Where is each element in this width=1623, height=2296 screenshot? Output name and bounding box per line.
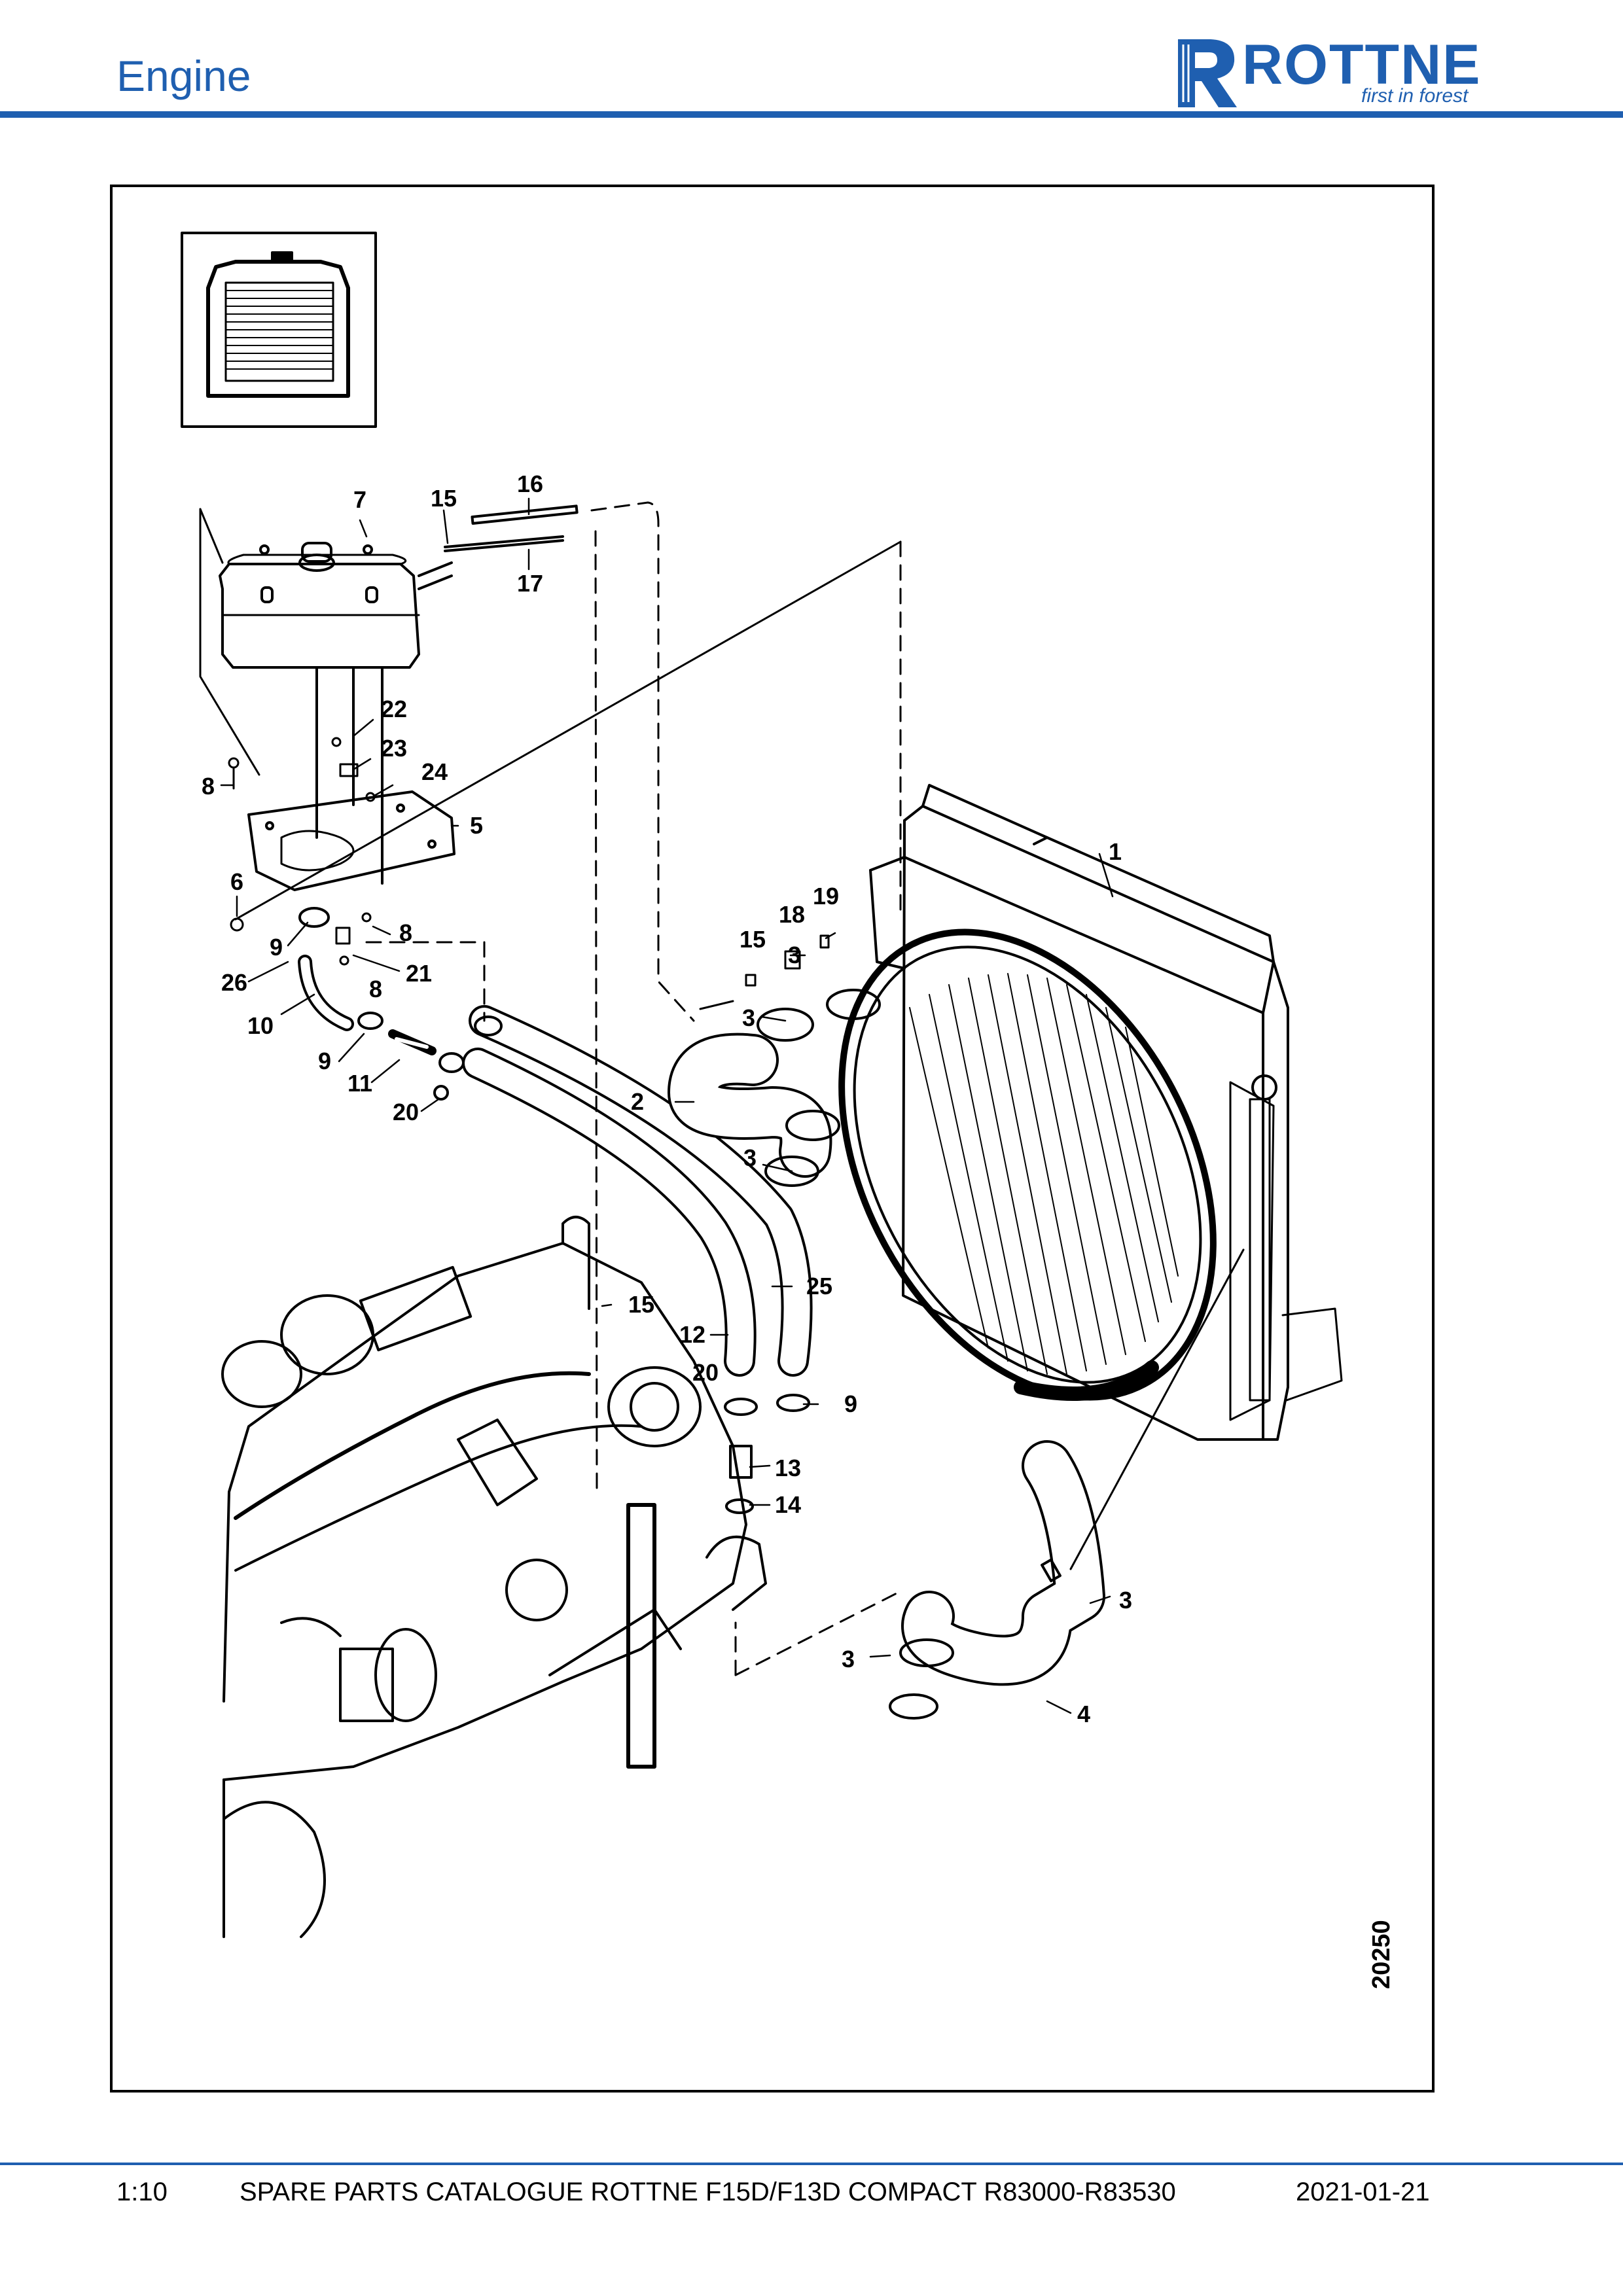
level-sensor bbox=[444, 504, 579, 552]
logo-wordmark: ROTTNE bbox=[1242, 33, 1482, 96]
radiator-upper-hose bbox=[668, 989, 881, 1187]
lower-tank-hoses bbox=[298, 907, 465, 1101]
callout-7: 7 bbox=[353, 486, 367, 513]
callout-19: 19 bbox=[812, 883, 840, 910]
callout-9: 9 bbox=[844, 1390, 858, 1417]
page-title: Engine bbox=[116, 52, 251, 100]
callout-11: 11 bbox=[347, 1070, 373, 1097]
callout-3: 3 bbox=[743, 1144, 757, 1171]
callout-1: 1 bbox=[1108, 838, 1122, 865]
long-hoses bbox=[462, 1005, 813, 1514]
catalogue-date: 2021-01-21 bbox=[1296, 2178, 1430, 2206]
callout-21: 21 bbox=[405, 960, 433, 987]
callout-9: 9 bbox=[269, 934, 283, 961]
radiator bbox=[869, 784, 1343, 1441]
radiator-symbol-icon bbox=[181, 232, 377, 428]
callout-20: 20 bbox=[392, 1099, 419, 1125]
diagram-frame bbox=[110, 185, 1435, 2093]
radiator-lower-hose bbox=[889, 1440, 1105, 1720]
catalogue-title: SPARE PARTS CATALOGUE ROTTNE F15D/F13D C… bbox=[240, 2178, 1176, 2206]
callout-24: 24 bbox=[421, 758, 448, 785]
callout-23: 23 bbox=[380, 735, 408, 762]
header-rule bbox=[0, 111, 1623, 118]
expansion-tank bbox=[219, 542, 453, 885]
callout-18: 18 bbox=[778, 901, 806, 928]
callout-10: 10 bbox=[247, 1012, 274, 1039]
callout-25: 25 bbox=[806, 1273, 833, 1299]
engine-block bbox=[221, 1216, 767, 1938]
tank-bracket bbox=[247, 790, 455, 891]
rottne-logo: ROTTNE first in forest bbox=[1171, 34, 1512, 113]
page-number: 1:10 bbox=[116, 2178, 168, 2206]
callout-12: 12 bbox=[679, 1321, 706, 1348]
callout-15: 15 bbox=[739, 926, 766, 953]
fan-shroud bbox=[838, 928, 1217, 1401]
callout-15: 15 bbox=[430, 485, 457, 512]
callout-2: 2 bbox=[630, 1088, 645, 1115]
callout-17: 17 bbox=[516, 570, 544, 597]
logo-tagline: first in forest bbox=[1361, 85, 1469, 107]
callout-8: 8 bbox=[399, 919, 413, 946]
callout-3: 3 bbox=[1118, 1587, 1133, 1614]
callout-3: 3 bbox=[841, 1646, 855, 1672]
vent-line-fittings bbox=[699, 934, 830, 1010]
callout-3: 3 bbox=[741, 1004, 756, 1031]
callout-4: 4 bbox=[1077, 1701, 1091, 1727]
rottne-r-emblem-icon bbox=[1178, 39, 1237, 107]
callout-8: 8 bbox=[201, 773, 215, 800]
callout-20: 20 bbox=[692, 1359, 719, 1386]
callout-26: 26 bbox=[221, 969, 248, 996]
callout-9: 9 bbox=[317, 1048, 332, 1074]
callout-16: 16 bbox=[516, 470, 544, 497]
callout-5: 5 bbox=[469, 812, 484, 839]
callout-8: 8 bbox=[368, 976, 383, 1002]
callout-6: 6 bbox=[230, 868, 244, 895]
callout-22: 22 bbox=[380, 696, 408, 722]
footer-rule bbox=[0, 2163, 1623, 2165]
callout-13: 13 bbox=[774, 1455, 802, 1481]
callout-15: 15 bbox=[628, 1291, 655, 1318]
callout-3: 3 bbox=[787, 942, 802, 968]
drawing-number: 20250 bbox=[1368, 1920, 1395, 1989]
callout-14: 14 bbox=[774, 1491, 802, 1518]
